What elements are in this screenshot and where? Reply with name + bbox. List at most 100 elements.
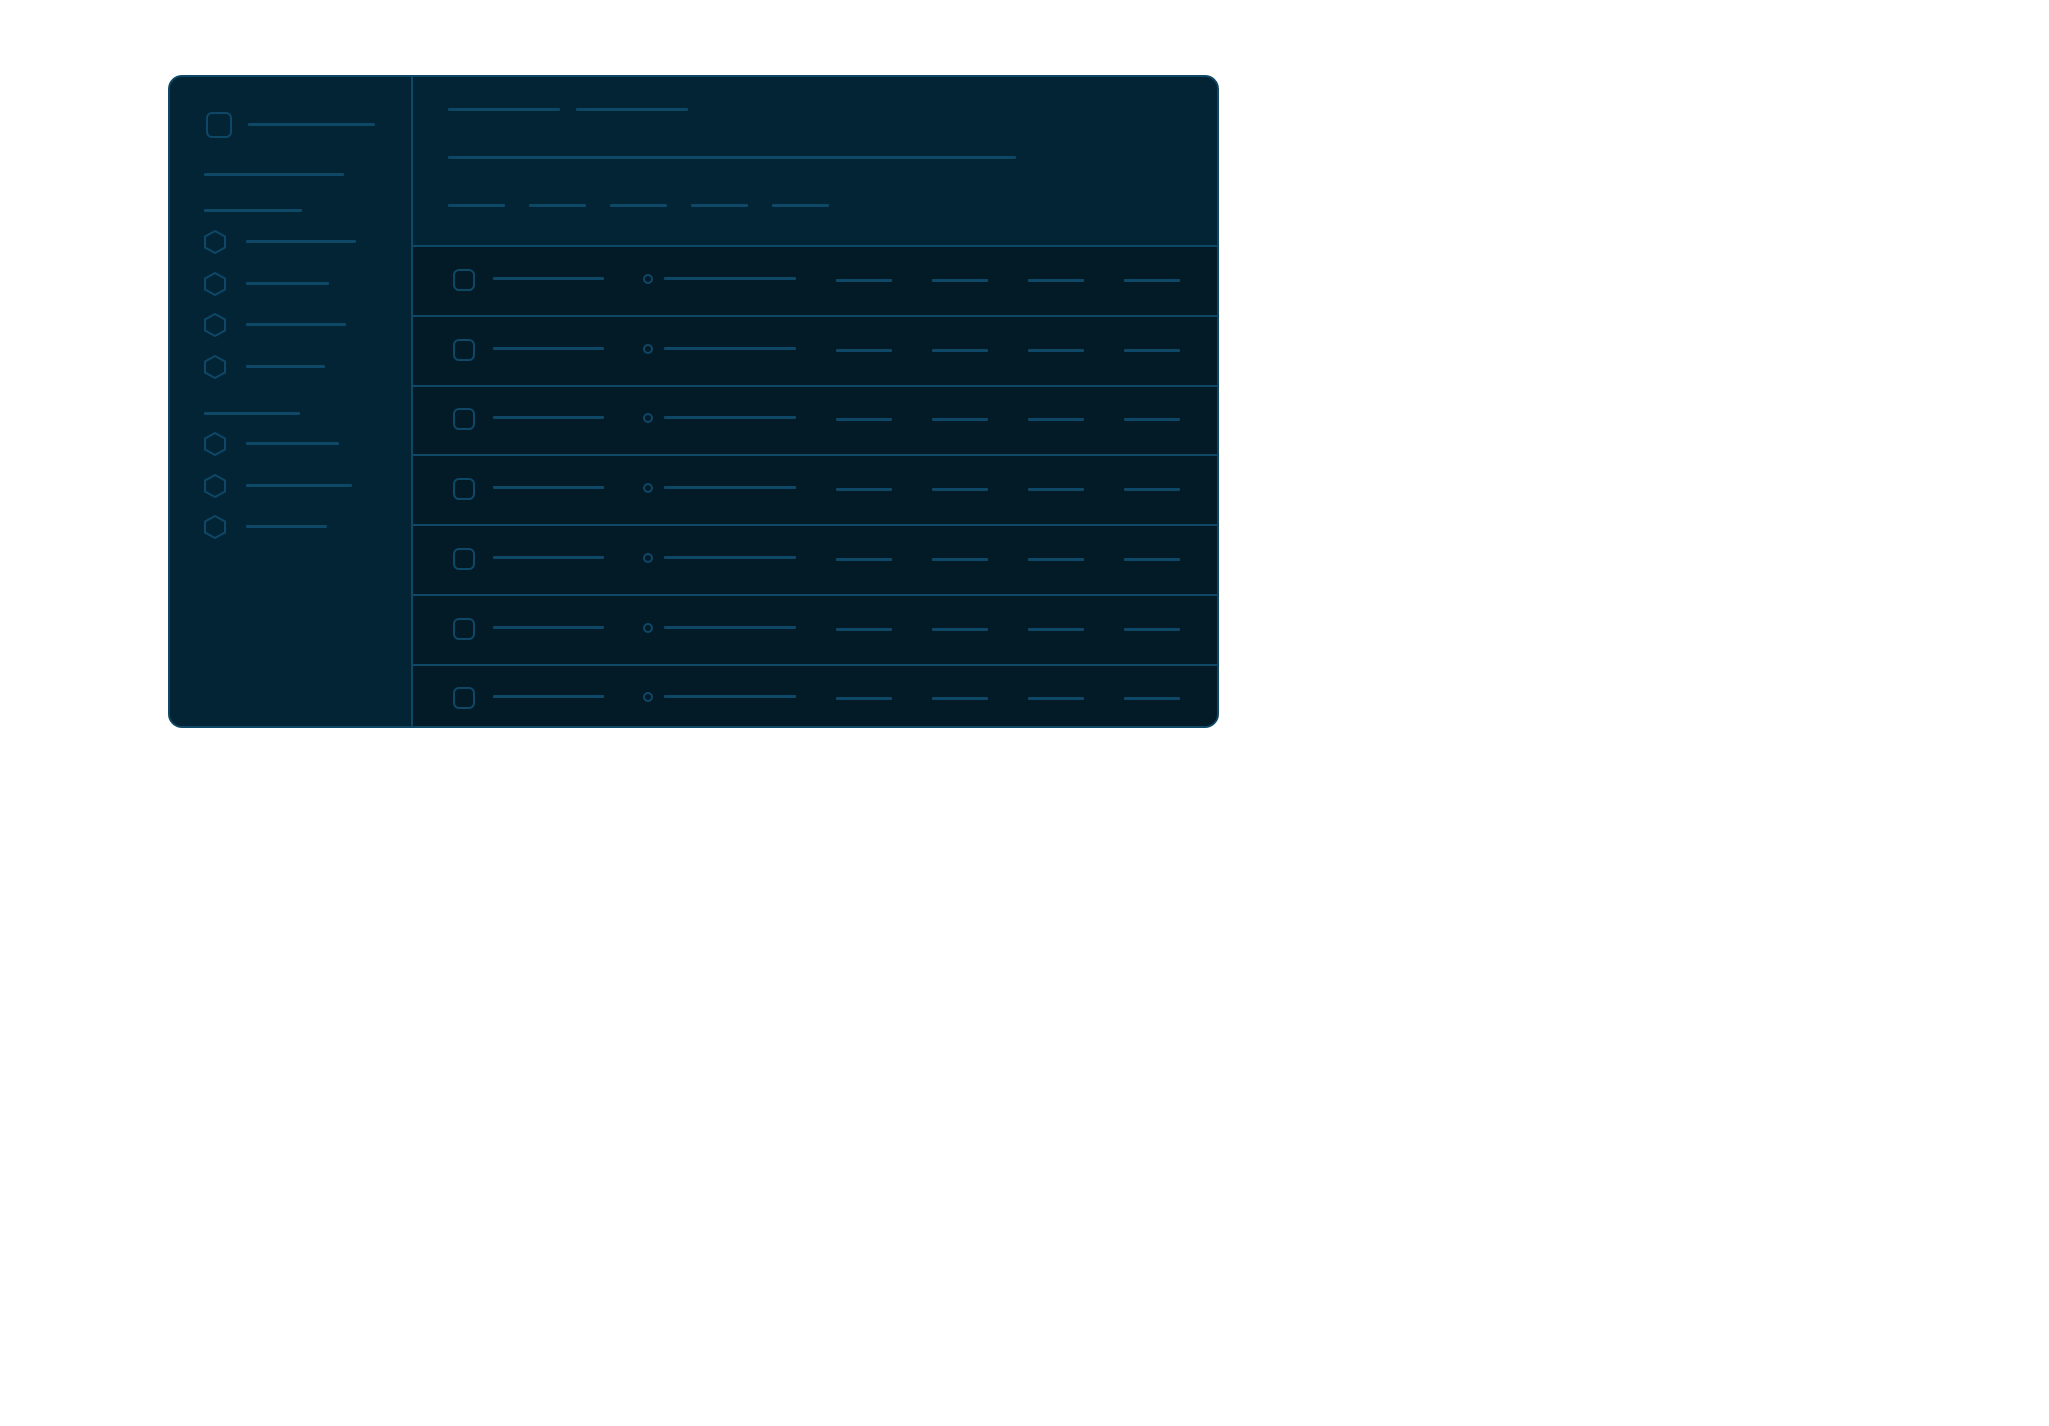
row-status-placeholder (664, 416, 796, 420)
breadcrumb-item[interactable] (576, 108, 688, 111)
sidebar-item[interactable] (170, 514, 410, 542)
tab-4[interactable] (691, 204, 748, 207)
hexagon-icon (203, 514, 227, 540)
sidebar-item-label (246, 364, 325, 368)
row-cell-placeholder (836, 418, 892, 422)
row-status-placeholder (664, 695, 796, 699)
row-status-placeholder (664, 486, 796, 490)
row-cell-placeholder (1124, 488, 1180, 492)
sidebar-item-label (246, 525, 327, 528)
row-cell-placeholder (836, 557, 892, 561)
table-row[interactable] (413, 317, 1217, 387)
breadcrumb-item[interactable] (448, 108, 560, 111)
row-checkbox-icon[interactable] (453, 547, 475, 570)
row-name-placeholder (493, 695, 604, 699)
hexagon-icon (203, 473, 227, 499)
row-cell-placeholder (1124, 418, 1180, 422)
status-dot-icon (643, 622, 653, 633)
row-checkbox-icon[interactable] (453, 478, 475, 501)
row-cell-placeholder (1028, 488, 1084, 492)
status-dot-icon (643, 483, 653, 494)
hexagon-icon (203, 271, 227, 297)
hexagon-icon (203, 312, 227, 338)
row-cell-placeholder (1028, 279, 1084, 282)
row-name-placeholder (493, 555, 604, 559)
tab-3[interactable] (610, 204, 667, 207)
row-cell-placeholder (932, 488, 988, 492)
sidebar-item[interactable] (170, 229, 410, 257)
row-cell-placeholder (1028, 348, 1084, 352)
sidebar-section-heading (204, 173, 344, 176)
status-dot-icon (643, 274, 653, 284)
status-dot-icon (643, 692, 653, 703)
row-cell-placeholder (932, 348, 988, 352)
row-cell-placeholder (1028, 557, 1084, 561)
table-row[interactable] (413, 386, 1217, 457)
sidebar-item[interactable] (170, 354, 410, 382)
row-name-placeholder (493, 625, 604, 629)
hexagon-icon (203, 229, 227, 255)
table-row[interactable] (413, 665, 1217, 726)
row-cell-placeholder (932, 697, 988, 701)
row-checkbox-icon[interactable] (453, 408, 475, 431)
sidebar-item-label (246, 281, 329, 285)
hexagon-icon (203, 354, 227, 380)
sidebar-item-label (246, 323, 346, 326)
sidebar-item-label (246, 240, 356, 243)
row-cell-placeholder (1124, 348, 1180, 352)
main-content (413, 77, 1217, 726)
sidebar-section-label (204, 412, 300, 415)
table-row[interactable] (413, 596, 1217, 666)
row-status-placeholder (664, 625, 796, 629)
row-cell-placeholder (932, 557, 988, 561)
table-row[interactable] (413, 247, 1217, 317)
app-window (168, 75, 1219, 728)
sidebar-item-label (246, 483, 352, 487)
row-cell-placeholder (1028, 418, 1084, 422)
sidebar-item[interactable] (170, 431, 410, 459)
row-status-placeholder (664, 555, 796, 559)
row-cell-placeholder (932, 418, 988, 422)
sidebar (170, 77, 413, 726)
tab-1[interactable] (448, 204, 505, 207)
row-name-placeholder (493, 277, 604, 280)
app-title-placeholder (248, 123, 375, 126)
row-status-placeholder (664, 277, 796, 280)
row-cell-placeholder (836, 697, 892, 701)
row-cell-placeholder (1124, 697, 1180, 701)
tab-5[interactable] (772, 204, 829, 207)
row-cell-placeholder (1124, 557, 1180, 561)
row-cell-placeholder (836, 279, 892, 282)
sidebar-section-label (204, 209, 302, 212)
sidebar-item[interactable] (170, 312, 410, 340)
row-cell-placeholder (836, 348, 892, 352)
row-checkbox-icon[interactable] (453, 617, 475, 640)
row-cell-placeholder (836, 488, 892, 492)
table-row[interactable] (413, 526, 1217, 596)
page-title-placeholder (448, 156, 1016, 159)
main-header (413, 77, 1217, 247)
status-dot-icon (643, 343, 653, 354)
sidebar-item[interactable] (170, 271, 410, 299)
row-name-placeholder (493, 346, 604, 350)
row-cell-placeholder (836, 627, 892, 631)
status-dot-icon (643, 552, 653, 563)
sidebar-item[interactable] (170, 473, 410, 501)
row-cell-placeholder (1028, 697, 1084, 701)
hexagon-icon (203, 431, 227, 457)
row-cell-placeholder (932, 627, 988, 631)
sidebar-item-label (246, 442, 339, 445)
row-checkbox-icon[interactable] (453, 338, 475, 361)
row-status-placeholder (664, 346, 796, 350)
data-table (413, 247, 1217, 726)
tab-2[interactable] (529, 204, 586, 207)
row-checkbox-icon[interactable] (453, 269, 475, 291)
row-cell-placeholder (932, 279, 988, 282)
app-logo-icon[interactable] (206, 112, 232, 138)
table-row[interactable] (413, 456, 1217, 527)
row-name-placeholder (493, 486, 604, 490)
row-cell-placeholder (1028, 627, 1084, 631)
status-dot-icon (643, 413, 653, 424)
row-checkbox-icon[interactable] (453, 687, 475, 710)
row-cell-placeholder (1124, 627, 1180, 631)
